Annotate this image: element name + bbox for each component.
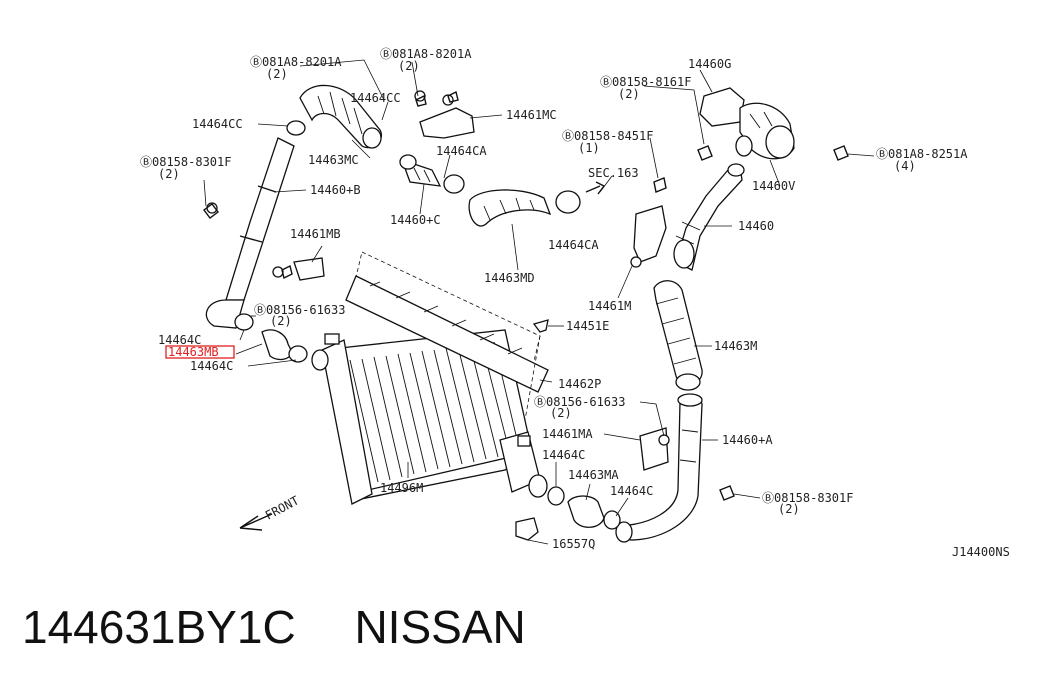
middle-duct xyxy=(468,189,552,227)
clamp-14464ca-right xyxy=(555,190,581,214)
intercooler-core xyxy=(311,329,548,505)
label-b2: Ⓑ081A8-8201A xyxy=(380,47,472,61)
label-b1: Ⓑ081A8-8201A xyxy=(250,55,342,69)
label-b6q: (1) xyxy=(578,141,600,155)
clip-14451e xyxy=(532,319,549,333)
label-14460b: 14460+B xyxy=(310,183,361,197)
label-14460v: 14460V xyxy=(752,179,795,193)
label-b1q: (2) xyxy=(266,67,288,81)
label-14460g: 14460G xyxy=(688,57,731,71)
label-14463mb: 14463MB xyxy=(168,345,219,359)
label-14463m: 14463M xyxy=(714,339,757,353)
label-14461mc: 14461MC xyxy=(506,108,557,122)
right-pipe-14460 xyxy=(673,163,745,271)
label-b7q: (4) xyxy=(894,159,916,173)
label-b8q: (2) xyxy=(550,406,572,420)
throttle-adapter xyxy=(699,87,795,160)
bracket-14461mb xyxy=(272,257,325,281)
label-b3: Ⓑ08158-8301F xyxy=(140,155,231,169)
label-b4: Ⓑ08156-61633 xyxy=(254,303,345,317)
front-arrow xyxy=(239,513,273,531)
left-vertical-pipe xyxy=(205,137,295,331)
right-hose-14463m xyxy=(653,280,703,391)
label-b9: Ⓑ08158-8301F xyxy=(762,491,853,505)
label-b2q: (2) xyxy=(398,59,420,73)
labels: Ⓑ081A8-8201A (2) Ⓑ081A8-8201A (2) 14464C… xyxy=(140,47,1010,559)
highlight-box xyxy=(165,345,235,359)
label-14461ma: 14461MA xyxy=(542,427,593,441)
footer: 144631BY1C NISSAN xyxy=(22,600,526,654)
label-14461m: 14461M xyxy=(588,299,631,313)
label-14463mc: 14463MC xyxy=(308,153,359,167)
label-front: FRONT xyxy=(263,493,301,522)
leader-lines xyxy=(203,59,875,545)
rubber-mount xyxy=(515,517,539,541)
middle-tube xyxy=(399,154,465,194)
label-14460: 14460 xyxy=(738,219,774,233)
label-14464cc-b: 14464CC xyxy=(192,117,243,131)
label-16557q: 16557Q xyxy=(552,537,595,551)
label-b6: Ⓑ08158-8451F xyxy=(562,129,653,143)
label-14464ca-a: 14464CA xyxy=(436,144,487,158)
label-14460a: 14460+A xyxy=(722,433,773,447)
label-14464ca-b: 14464CA xyxy=(548,238,599,252)
label-14464cc-a: 14464CC xyxy=(350,91,401,105)
label-14463md: 14463MD xyxy=(484,271,535,285)
label-14464c-a: 14464C xyxy=(158,333,201,347)
label-14463ma: 14463MA xyxy=(568,468,619,482)
label-b8: Ⓑ08156-61633 xyxy=(534,395,625,409)
sec-arrow xyxy=(585,181,606,195)
label-ref: J14400NS xyxy=(952,545,1010,559)
bolts xyxy=(203,90,849,501)
label-b3q: (2) xyxy=(158,167,180,181)
label-b5: Ⓑ08158-8161F xyxy=(600,75,691,89)
brand-name: NISSAN xyxy=(354,601,526,653)
label-b4q: (2) xyxy=(270,314,292,328)
label-sec: SEC.163 xyxy=(588,166,639,180)
label-14464c-c: 14464C xyxy=(542,448,585,462)
label-14464c-d: 14464C xyxy=(610,484,653,498)
bracket-14461ma xyxy=(639,427,670,471)
label-14464c-b: 14464C xyxy=(190,359,233,373)
label-14461mb: 14461MB xyxy=(290,227,341,241)
label-b9q: (2) xyxy=(778,502,800,516)
intercooler-parts-diagram: Ⓑ081A8-8201A (2) Ⓑ081A8-8201A (2) 14464C… xyxy=(140,47,1010,559)
label-14460c: 14460+C xyxy=(390,213,441,227)
upper-left-duct xyxy=(286,84,383,149)
air-guide-plate xyxy=(345,251,549,421)
bracket-14461m xyxy=(630,205,667,268)
label-b7: Ⓑ081A8-8251A xyxy=(876,147,968,161)
label-14462p: 14462P xyxy=(558,377,601,391)
right-lower-pipe xyxy=(615,393,703,543)
label-14451e: 14451E xyxy=(566,319,609,333)
part-number: 144631BY1C xyxy=(22,601,296,653)
lower-left-hose xyxy=(261,329,308,363)
label-b5q: (2) xyxy=(618,87,640,101)
label-14496m: 14496M xyxy=(380,481,423,495)
